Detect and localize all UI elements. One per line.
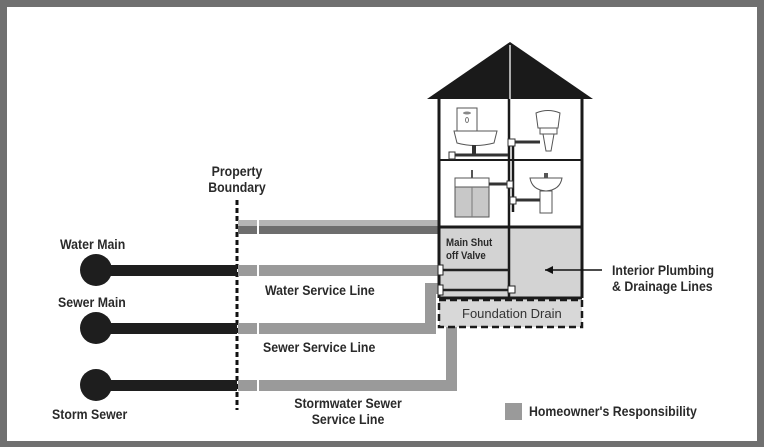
- legend-swatch-homeowner: [505, 403, 522, 420]
- foundation-drain-label: Foundation Drain: [462, 306, 562, 321]
- storm-sewer-label: Storm Sewer: [52, 406, 128, 422]
- sewer-service-line-label: Sewer Service Line: [263, 339, 376, 355]
- toilet-icon: [507, 110, 561, 152]
- legend-label-homeowner: Homeowner's Responsibility: [529, 403, 697, 419]
- sewer-main-pipe: [96, 323, 237, 334]
- property-boundary-line2: Boundary: [208, 179, 266, 195]
- stormwater-line1: Stormwater Sewer: [294, 395, 402, 411]
- stormwater-service-line-label: Stormwater Sewer Service Line: [278, 395, 419, 427]
- sewer-main-label: Sewer Main: [58, 294, 126, 310]
- storm-sewer-pipe: [96, 380, 237, 391]
- sewer-main: [80, 312, 237, 344]
- water-main-pipe: [96, 265, 237, 276]
- property-boundary-line1: Property: [211, 163, 263, 179]
- main-shutoff-valve-icon: [437, 264, 444, 276]
- main-shutoff-valve-label: Main Shut off Valve: [446, 237, 492, 263]
- main-shutoff-line1: Main Shut: [446, 237, 493, 249]
- water-main: [80, 254, 237, 286]
- vanity-sink-icon: [454, 170, 514, 218]
- water-service-pipe: [238, 265, 438, 276]
- storm-sewer: [80, 369, 237, 401]
- interior-line2: & Drainage Lines: [612, 278, 713, 294]
- water-main-label: Water Main: [60, 236, 126, 252]
- house: [427, 42, 602, 300]
- foundation-drain-box: [437, 298, 584, 329]
- property-boundary-label: Property Boundary: [201, 163, 273, 195]
- interior-line1: Interior Plumbing: [612, 262, 714, 278]
- water-service-line-label: Water Service Line: [265, 282, 375, 298]
- upper-service-pipe: [238, 220, 438, 234]
- sewer-service-pipe: [238, 283, 439, 334]
- interior-plumbing-label: Interior Plumbing & Drainage Lines: [612, 262, 714, 294]
- stormwater-service-pipe: [238, 327, 457, 391]
- main-shutoff-line2: off Valve: [446, 250, 486, 262]
- pedestal-sink-icon: [509, 173, 563, 214]
- water-heater-icon: [448, 107, 508, 160]
- stormwater-line2: Service Line: [311, 411, 385, 427]
